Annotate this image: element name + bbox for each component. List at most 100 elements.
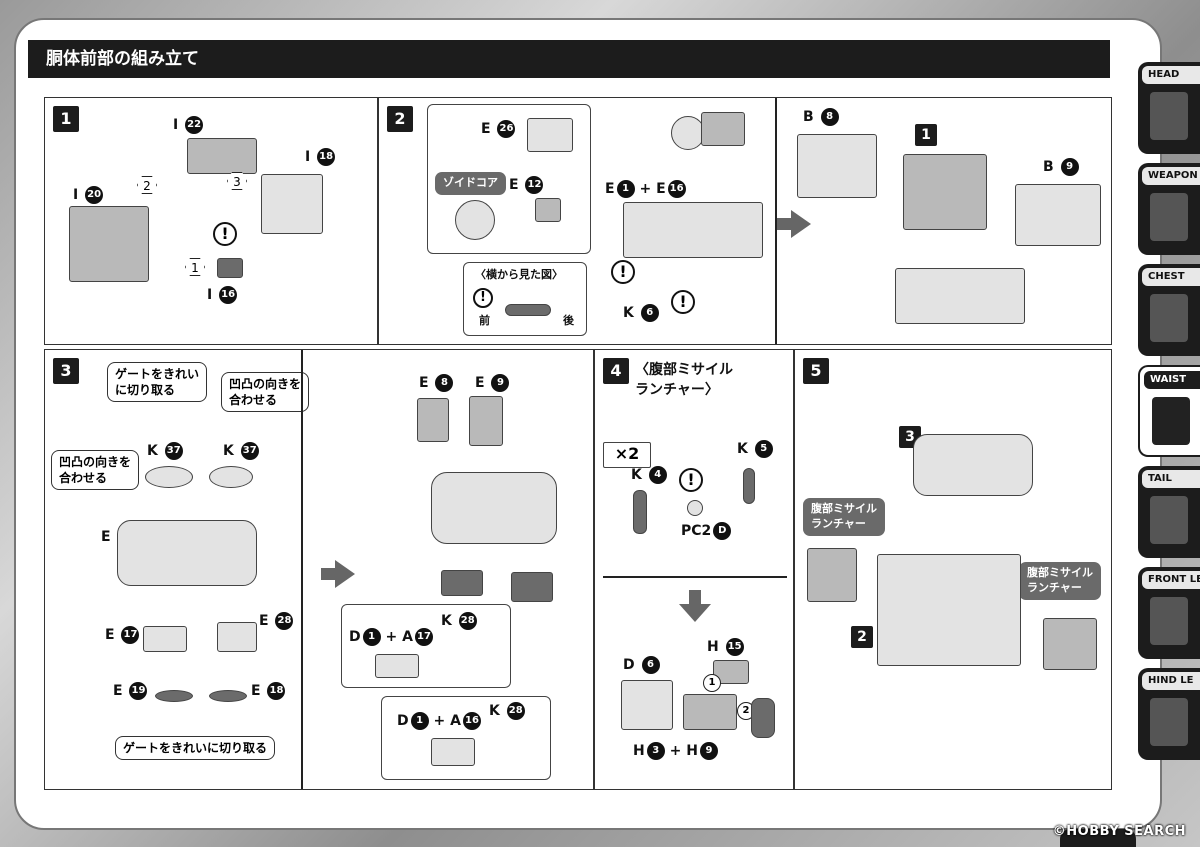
- part-e18: [209, 690, 247, 702]
- part-k37a: [145, 466, 193, 488]
- label-e9: E 9: [475, 374, 510, 392]
- flow-arrow: [321, 560, 355, 588]
- label-i16: I 16: [207, 286, 238, 304]
- side-view-back: 後: [563, 314, 574, 327]
- flow-arrow: [777, 210, 811, 238]
- label-h15: H 15: [707, 638, 744, 656]
- tail-icon: [1150, 496, 1188, 544]
- part-e17: [143, 626, 187, 652]
- launcher-body: [683, 694, 737, 730]
- align-callout-right: 凹凸の向きを 合わせる: [221, 372, 310, 413]
- caution-icon-k6a: !: [611, 260, 635, 284]
- label-e19: E 19: [113, 682, 148, 700]
- part-i20: [69, 206, 149, 282]
- part-k37b: [209, 466, 253, 488]
- label-k37a: K 37: [147, 442, 183, 460]
- waist-icon: [1152, 397, 1190, 445]
- launcher-arms: [751, 698, 775, 738]
- label-k5: K 5: [737, 440, 773, 458]
- chest-icon: [1150, 294, 1188, 342]
- side-view-spring: [505, 304, 551, 316]
- label-d6: D 6: [623, 656, 660, 674]
- side-view-caution-icon: !: [473, 288, 493, 308]
- part-e19: [155, 690, 193, 702]
- step-number: 1: [53, 106, 79, 132]
- assembly-3: [913, 434, 1033, 496]
- core-assembly-head: [701, 112, 745, 146]
- order-1: 1: [185, 258, 205, 276]
- sub-assembly-2: 2: [851, 626, 873, 648]
- watermark: ©HOBBY SEARCH: [1052, 824, 1186, 839]
- zoid-core-sphere: [455, 200, 495, 240]
- tab-waist[interactable]: WAIST: [1138, 365, 1200, 457]
- part-a17: [375, 654, 419, 678]
- part-e8: [417, 398, 449, 442]
- label-e18: E 18: [251, 682, 286, 700]
- launcher-callout-right: 腹部ミサイル ランチャー: [1019, 562, 1101, 600]
- label-b9: B 9: [1043, 158, 1079, 176]
- part-i18: [261, 174, 323, 234]
- section-title: 胴体前部の組み立て: [28, 40, 1110, 78]
- label-k28b: K 28: [489, 702, 525, 720]
- part-pc2d: [687, 500, 703, 516]
- tab-hind-leg[interactable]: HIND LE: [1138, 668, 1200, 760]
- side-view-front: 前: [479, 314, 490, 327]
- launcher-callout-left: 腹部ミサイル ランチャー: [803, 498, 885, 536]
- tab-weapon[interactable]: WEAPON: [1138, 163, 1200, 255]
- part-a16: [431, 738, 475, 766]
- label-e12: E 12: [509, 176, 544, 194]
- divider: [301, 350, 303, 789]
- divider: [775, 98, 777, 344]
- label-i22: I 22: [173, 116, 204, 134]
- flow-arrow: [679, 590, 711, 622]
- head-icon: [1150, 92, 1188, 140]
- tab-chest[interactable]: CHEST: [1138, 264, 1200, 356]
- label-k28a: K 28: [441, 612, 477, 630]
- tab-front-leg[interactable]: FRONT LE: [1138, 567, 1200, 659]
- sub-assembly-a17: [341, 604, 511, 688]
- order-3: 3: [227, 172, 247, 190]
- gate-cut-callout-top: ゲートをきれい に切り取る: [107, 362, 208, 403]
- launcher-right: [1043, 618, 1097, 670]
- step-1-panel: 1 I 22 I 18 I 20 I 16 1 2 3 !: [44, 97, 378, 345]
- label-e28: E 28: [259, 612, 294, 630]
- body-assembly: [623, 202, 763, 258]
- order-1: 1: [703, 674, 721, 692]
- side-view-title: 〈横から見た図〉: [475, 268, 563, 281]
- label-e8: E 8: [419, 374, 454, 392]
- sub-assembly-1: 1: [915, 124, 937, 146]
- part-d1-a17-block: [441, 570, 483, 596]
- tab-tail[interactable]: TAIL: [1138, 466, 1200, 558]
- part-e9: [469, 396, 503, 446]
- part-d6: [621, 680, 673, 730]
- step-4-title: 〈腹部ミサイル ランチャー〉: [635, 362, 733, 399]
- waist-assembly: [431, 472, 557, 544]
- part-d1-a16-block: [511, 572, 553, 602]
- label-k4: K 4: [631, 466, 667, 484]
- label-k6: K 6: [623, 304, 659, 322]
- zoid-core-label: ゾイドコア: [435, 172, 506, 195]
- part-k5: [743, 468, 755, 504]
- label-e17: E 17: [105, 626, 140, 644]
- label-i20: I 20: [73, 186, 104, 204]
- core-assembly-sphere: [671, 116, 705, 150]
- page-number-tab: [1060, 829, 1136, 847]
- step-number: 3: [53, 358, 79, 384]
- label-k37b: K 37: [223, 442, 259, 460]
- part-i16: [217, 258, 243, 278]
- part-b8: [797, 134, 877, 198]
- part-e12: [535, 198, 561, 222]
- assembly-2: [877, 554, 1021, 666]
- tab-head[interactable]: HEAD: [1138, 62, 1200, 154]
- step-5-panel: 5 3 腹部ミサイル ランチャー 腹部ミサイル ランチャー 2: [794, 349, 1112, 790]
- part-e26: [527, 118, 573, 152]
- label-b8: B 8: [803, 108, 839, 126]
- caution-icon: !: [679, 468, 703, 492]
- part-k4: [633, 490, 647, 534]
- body-base: [895, 268, 1025, 324]
